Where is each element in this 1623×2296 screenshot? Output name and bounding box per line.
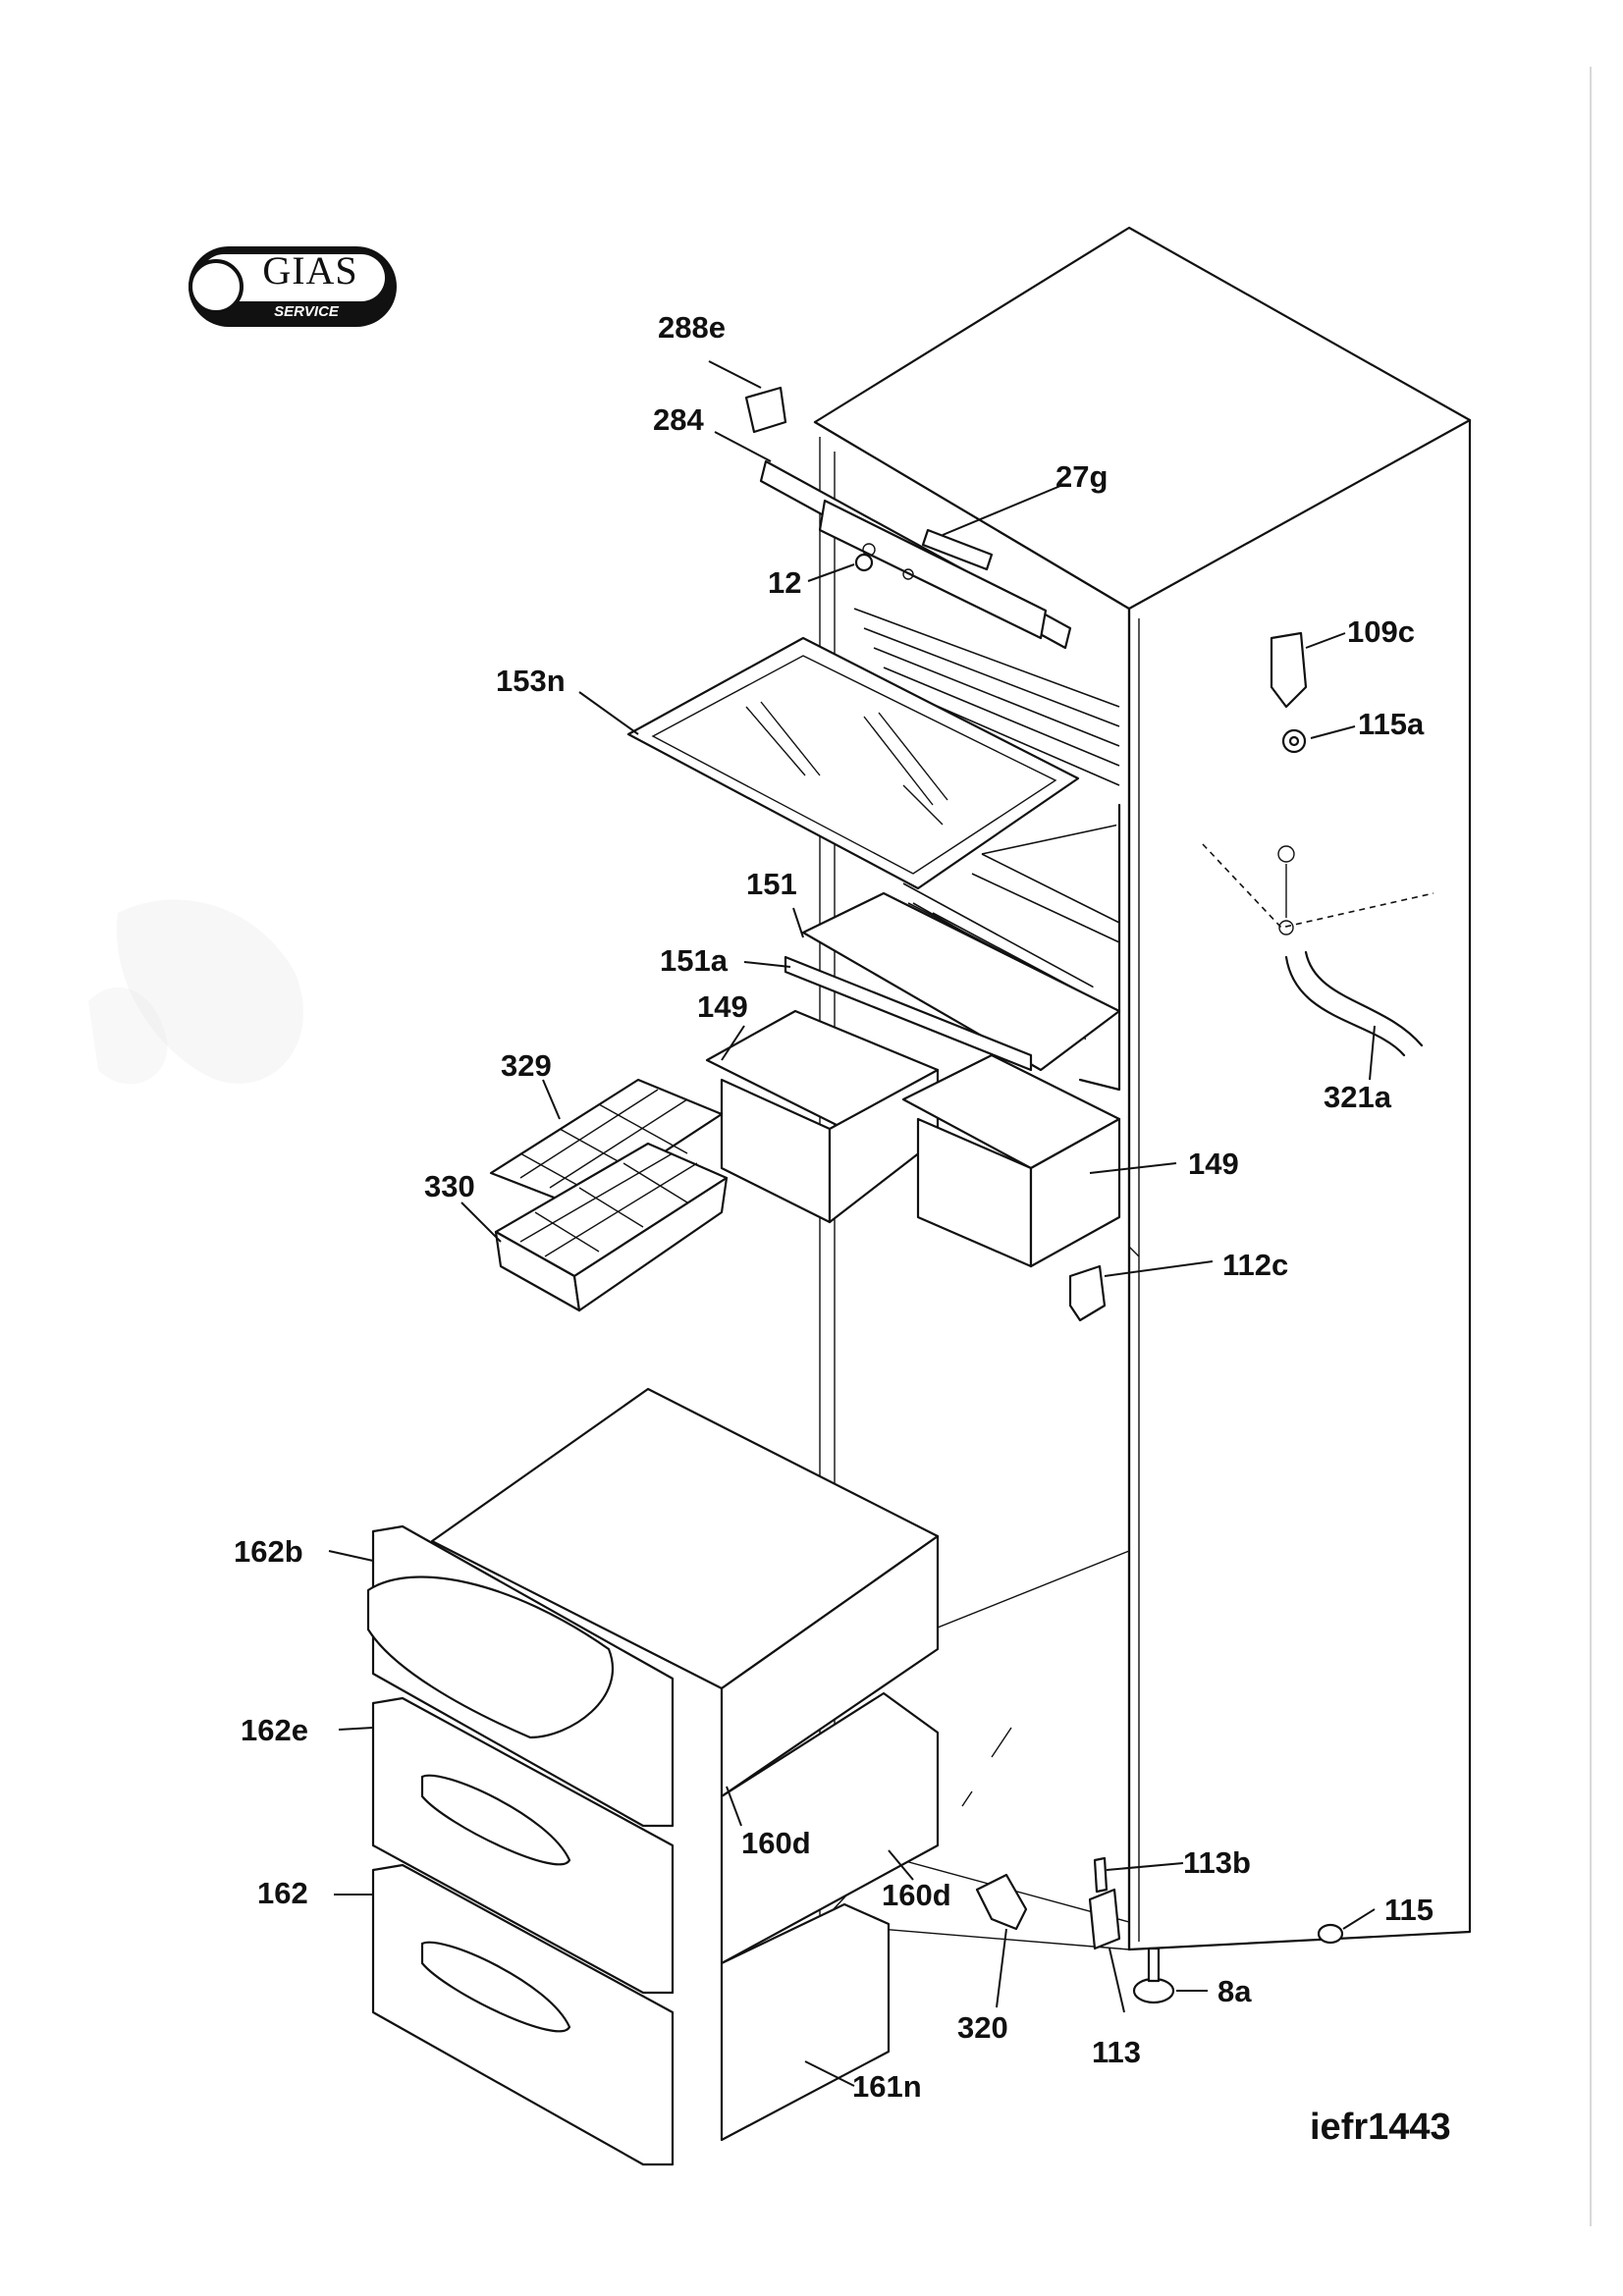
part-label-27g: 27g — [1055, 459, 1109, 494]
part-label-109c: 109c — [1347, 614, 1415, 649]
part-label-288e: 288e — [658, 310, 726, 345]
foot-8a — [1132, 1977, 1175, 2004]
part-label-161n: 161n — [852, 2069, 922, 2104]
control-panel — [759, 459, 1072, 650]
logo-subtitle: SERVICE — [274, 303, 339, 320]
part-label-162e: 162e — [241, 1713, 308, 1747]
logo-title: GIAS — [262, 248, 358, 293]
lamp-12 — [854, 553, 874, 572]
part-label-329: 329 — [501, 1048, 552, 1083]
part-label-113b: 113b — [1183, 1845, 1251, 1880]
drawer-162e — [371, 1691, 940, 1995]
part-label-330: 330 — [424, 1169, 475, 1203]
clip-320 — [975, 1873, 1028, 1931]
hinge-113 — [1088, 1888, 1121, 1950]
part-label-162b: 162b — [234, 1534, 303, 1569]
ice-cube-tray-330 — [494, 1142, 729, 1312]
leader-lines — [328, 360, 1376, 2087]
part-label-112c: 112c — [1222, 1248, 1289, 1282]
diagram-code: iefr1443 — [1310, 2107, 1451, 2148]
part-label-321a: 321a — [1324, 1080, 1391, 1114]
part-label-162: 162 — [257, 1876, 308, 1910]
part-label-151: 151 — [746, 867, 797, 901]
part-label-284: 284 — [653, 402, 704, 437]
part-label-113: 113 — [1092, 2035, 1142, 2069]
part-label-149-right: 149 — [1188, 1147, 1239, 1181]
part-label-160d-b: 160d — [882, 1878, 951, 1912]
drawer-162b — [366, 1387, 940, 1828]
part-label-320: 320 — [957, 2010, 1008, 2045]
crisper-149-left — [705, 1009, 940, 1224]
part-label-115a: 115a — [1358, 707, 1425, 741]
part-label-149-left: 149 — [697, 989, 748, 1024]
glass-shelf-153n — [626, 636, 1080, 890]
wire-shelf-151 — [801, 853, 1121, 1072]
part-label-8a: 8a — [1217, 1974, 1252, 2008]
part-label-12: 12 — [768, 565, 802, 600]
part-label-151a: 151a — [660, 943, 728, 978]
part-label-115: 115 — [1384, 1893, 1434, 1927]
hinge-112c — [1068, 1264, 1107, 1322]
page-edge-line — [1590, 67, 1592, 2226]
pin-113b — [1093, 1856, 1109, 1894]
hinge-109c — [1270, 631, 1308, 709]
part-label-160d-a: 160d — [741, 1826, 811, 1860]
cap-115 — [1317, 1923, 1344, 1945]
drawer-162 — [371, 1863, 891, 2166]
gias-service-logo — [189, 246, 397, 327]
clip-288e — [744, 386, 787, 434]
crisper-149-right — [901, 1053, 1121, 1268]
part-label-153n: 153n — [496, 664, 566, 698]
